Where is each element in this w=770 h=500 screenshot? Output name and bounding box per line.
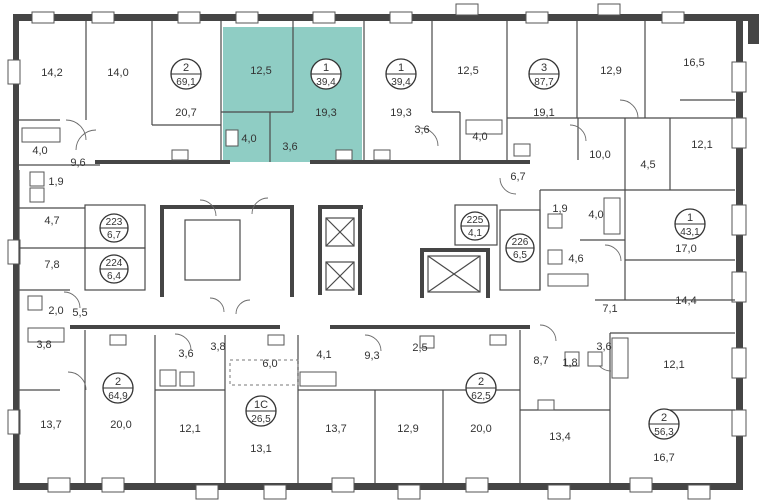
room-area-label: 10,0 — [589, 149, 610, 161]
apartment-badge[interactable]: 262,5 — [465, 372, 497, 404]
room-area-label: 13,7 — [325, 423, 346, 435]
room-area-label: 1,9 — [48, 176, 63, 188]
apartment-badge[interactable]: 264,9 — [102, 372, 134, 404]
room-area-label: 1,9 — [552, 203, 567, 215]
apartment-badge[interactable]: 256,3 — [648, 408, 680, 440]
room-area-label: 12,5 — [457, 65, 478, 77]
apartment-area: 64,9 — [108, 391, 128, 402]
apartment-rooms: 1С — [254, 399, 268, 411]
room-area-label: 3,6 — [596, 341, 611, 353]
room-area-label: 14,0 — [107, 67, 128, 79]
room-area-label: 7,8 — [44, 259, 59, 271]
room-area-label: 12,1 — [691, 139, 712, 151]
room-area-label: 3,6 — [414, 124, 429, 136]
room-area-label: 4,5 — [640, 159, 655, 171]
room-area-label: 20,0 — [110, 419, 131, 431]
storage-area: 4,1 — [468, 228, 482, 239]
room-area-label: 14,2 — [41, 67, 62, 79]
room-area-label: 19,3 — [315, 107, 336, 119]
storage-number: 224 — [106, 258, 123, 269]
room-area-label: 4,7 — [44, 215, 59, 227]
apartment-rooms: 2 — [661, 412, 667, 424]
apartment-rooms: 1 — [323, 62, 329, 74]
room-area-label: 17,0 — [675, 243, 696, 255]
fixtures — [21, 119, 629, 411]
room-area-label: 9,6 — [70, 157, 85, 169]
apartment-rooms: 1 — [687, 212, 693, 224]
apartment-rooms: 1 — [398, 62, 404, 74]
room-area-label: 13,7 — [40, 419, 61, 431]
storage-number: 223 — [106, 217, 123, 228]
room-area-label: 4,1 — [316, 349, 331, 361]
room-area-label: 16,7 — [653, 452, 674, 464]
apartment-area: 39,4 — [316, 77, 336, 88]
room-area-label: 20,0 — [470, 423, 491, 435]
room-area-label: 19,3 — [390, 107, 411, 119]
apartment-area: 87,7 — [534, 77, 554, 88]
apartment-rooms: 2 — [115, 376, 121, 388]
apartment-area: 62,5 — [471, 391, 491, 402]
room-area-label: 3,8 — [210, 341, 225, 353]
room-area-label: 3,6 — [282, 141, 297, 153]
interior-walls — [18, 21, 735, 483]
room-area-label: 6,0 — [262, 358, 277, 370]
room-area-label: 12,1 — [179, 423, 200, 435]
apartment-badge[interactable]: 143,1 — [674, 208, 706, 240]
room-area-label: 16,5 — [683, 57, 704, 69]
apartment-badge[interactable]: 1С 26,5 — [245, 395, 277, 427]
apartment-area: 43,1 — [680, 227, 700, 238]
apartment-area: 39,4 — [391, 77, 411, 88]
storage-area: 6,7 — [107, 230, 121, 241]
room-area-label: 7,1 — [602, 303, 617, 315]
apartment-badge[interactable]: 387,7 — [528, 58, 560, 90]
room-area-label: 19,1 — [533, 107, 554, 119]
apartment-rooms: 2 — [478, 376, 484, 388]
room-area-label: 12,1 — [663, 359, 684, 371]
room-area-label: 13,1 — [250, 443, 271, 455]
room-area-label: 4,0 — [472, 131, 487, 143]
room-area-label: 3,6 — [178, 348, 193, 360]
room-area-label: 6,7 — [510, 171, 525, 183]
apartment-area: 26,5 — [251, 414, 271, 425]
storage-number: 225 — [467, 215, 484, 226]
room-area-label: 9,3 — [364, 350, 379, 362]
room-area-label: 4,0 — [32, 145, 47, 157]
room-area-label: 12,5 — [250, 65, 271, 77]
room-area-label: 12,9 — [397, 423, 418, 435]
room-area-label: 14,4 — [675, 295, 696, 307]
room-area-label: 4,0 — [241, 133, 256, 145]
apartment-rooms: 2 — [183, 62, 189, 74]
storage-number: 226 — [512, 237, 529, 248]
storage-area: 6,4 — [107, 271, 121, 282]
storage-area: 6,5 — [513, 250, 527, 261]
room-area-label: 8,7 — [533, 355, 548, 367]
room-area-label: 2,5 — [412, 342, 427, 354]
apartment-badge[interactable]: 139,4 — [310, 58, 342, 90]
room-area-label: 4,6 — [568, 253, 583, 265]
apartment-badge[interactable]: 269,1 — [170, 58, 202, 90]
room-area-label: 2,0 — [48, 305, 63, 317]
apartment-badge[interactable]: 139,4 — [385, 58, 417, 90]
room-area-label: 1,8 — [562, 357, 577, 369]
room-area-label: 12,9 — [600, 65, 621, 77]
room-area-label: 4,0 — [588, 209, 603, 221]
apartment-area: 69,1 — [176, 77, 196, 88]
windows — [7, 3, 747, 500]
room-area-label: 20,7 — [175, 107, 196, 119]
apartment-rooms: 3 — [541, 62, 547, 74]
apartment-area: 56,3 — [654, 427, 674, 438]
room-area-label: 13,4 — [549, 431, 570, 443]
room-area-label: 3,8 — [36, 339, 51, 351]
room-area-label: 5,5 — [72, 307, 87, 319]
